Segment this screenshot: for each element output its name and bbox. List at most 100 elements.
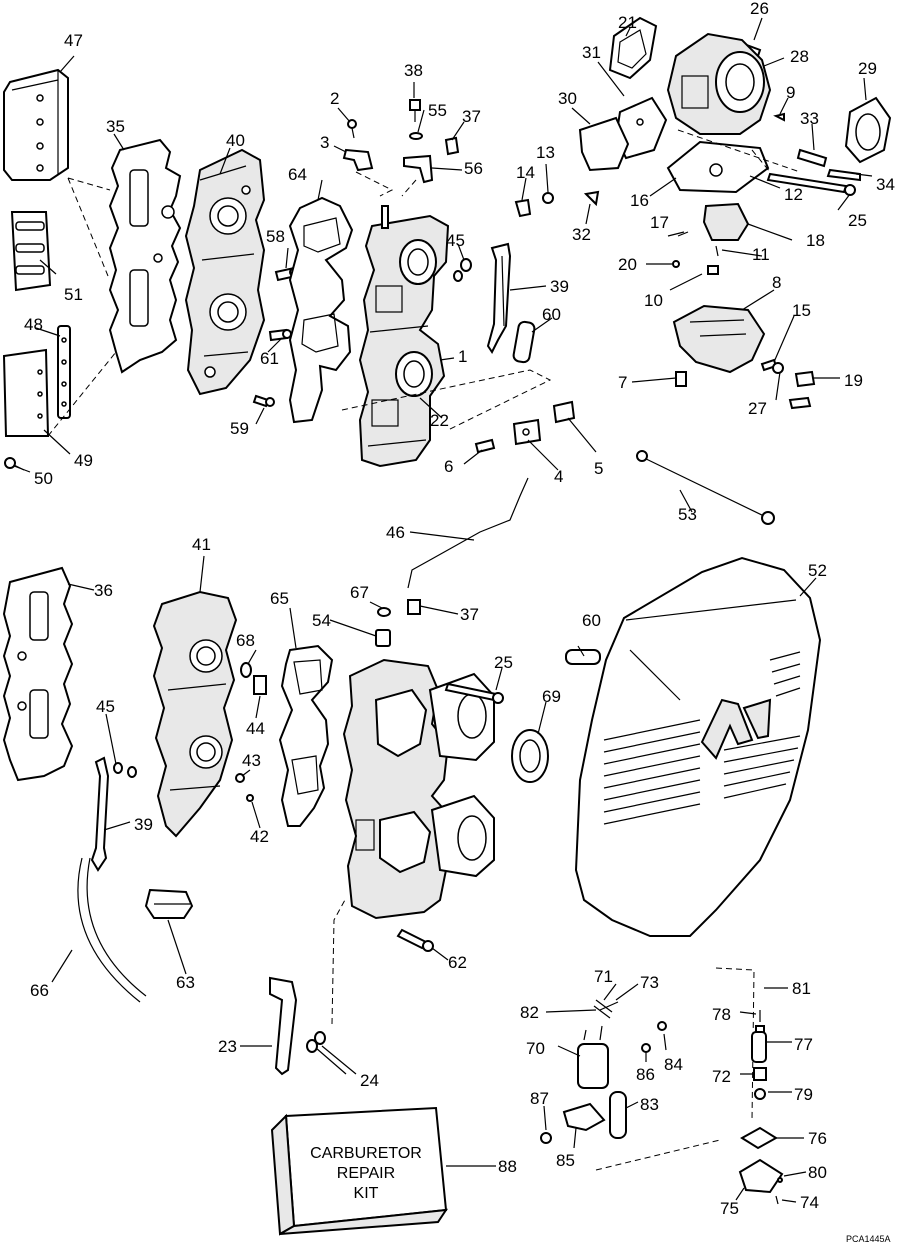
part-55-washer bbox=[409, 132, 423, 140]
callout-65: 65 bbox=[270, 589, 289, 608]
callout-81: 81 bbox=[792, 979, 811, 998]
part-67-oring bbox=[377, 607, 391, 617]
part-6-screw bbox=[474, 438, 496, 454]
part-38-screw bbox=[409, 99, 421, 122]
callout-47: 47 bbox=[64, 31, 83, 50]
callout-83: 83 bbox=[640, 1095, 659, 1114]
callout-86: 86 bbox=[636, 1065, 655, 1084]
part-44-fitting bbox=[253, 675, 267, 695]
part-56-bracket bbox=[403, 154, 434, 184]
part-34-bolt bbox=[826, 168, 861, 182]
part-53-link-rod bbox=[636, 450, 775, 525]
callout-1: 1 bbox=[458, 347, 467, 366]
callout-67: 67 bbox=[350, 583, 369, 602]
callout-55: 55 bbox=[428, 101, 447, 120]
part-45b-washers bbox=[113, 762, 137, 778]
callout-84: 84 bbox=[664, 1055, 683, 1074]
callout-70: 70 bbox=[526, 1039, 545, 1058]
callout-39: 39 bbox=[550, 277, 569, 296]
callout-4: 4 bbox=[554, 467, 563, 486]
part-17-pin bbox=[667, 231, 685, 237]
callout-22: 22 bbox=[430, 411, 449, 430]
callout-44: 44 bbox=[246, 719, 265, 738]
callout-46: 46 bbox=[386, 523, 405, 542]
part-33-spring bbox=[796, 148, 828, 168]
part-49-plate bbox=[2, 348, 50, 437]
part-23-tube bbox=[269, 976, 298, 1076]
callout-61: 61 bbox=[260, 349, 279, 368]
callout-24: 24 bbox=[360, 1071, 379, 1090]
callout-29: 29 bbox=[858, 59, 877, 78]
part-9-screw bbox=[773, 112, 785, 122]
part-25b-rod bbox=[444, 682, 504, 704]
part-32-screw bbox=[583, 190, 600, 207]
callout-78: 78 bbox=[712, 1005, 731, 1024]
callout-56: 56 bbox=[464, 159, 483, 178]
callout-30: 30 bbox=[558, 89, 577, 108]
part-75-cover bbox=[738, 1158, 784, 1194]
callout-48: 48 bbox=[24, 315, 43, 334]
callout-82: 82 bbox=[520, 1003, 539, 1022]
callout-12: 12 bbox=[784, 185, 803, 204]
part-39-tube bbox=[486, 242, 512, 354]
callout-21: 21 bbox=[618, 13, 637, 32]
part-60-hose bbox=[512, 320, 536, 364]
part-5-plate bbox=[552, 400, 576, 424]
callout-79: 79 bbox=[794, 1085, 813, 1104]
part-16-diaphragm bbox=[666, 140, 770, 194]
callout-8: 8 bbox=[772, 273, 781, 292]
part-48-strip bbox=[57, 325, 71, 419]
part-68-washer bbox=[240, 662, 252, 678]
callout-33: 33 bbox=[800, 109, 819, 128]
callout-6: 6 bbox=[444, 457, 453, 476]
callout-19: 19 bbox=[844, 371, 863, 390]
callout-72: 72 bbox=[712, 1067, 731, 1086]
callout-60b: 60 bbox=[582, 611, 601, 630]
repair-kit-text-1: CARBURETOR bbox=[310, 1145, 422, 1162]
callout-50: 50 bbox=[34, 469, 53, 488]
callout-35: 35 bbox=[106, 117, 125, 136]
callout-27: 27 bbox=[748, 399, 767, 418]
part-39b-tube bbox=[90, 756, 110, 872]
callout-53: 53 bbox=[678, 505, 697, 524]
callout-80: 80 bbox=[808, 1163, 827, 1182]
callout-11: 11 bbox=[752, 245, 770, 264]
callout-41: 41 bbox=[192, 535, 211, 554]
part-14-bracket bbox=[514, 198, 532, 218]
part-71-82-wires bbox=[593, 999, 619, 1019]
part-64-gasket bbox=[288, 196, 354, 424]
callout-2: 2 bbox=[330, 89, 339, 108]
part-50-screw bbox=[4, 457, 25, 471]
callout-7: 7 bbox=[618, 373, 627, 392]
part-20-screw bbox=[672, 260, 680, 268]
callout-75: 75 bbox=[720, 1199, 739, 1218]
callout-37b: 37 bbox=[460, 605, 479, 624]
part-11-needle bbox=[715, 245, 719, 257]
callout-17: 17 bbox=[650, 213, 669, 232]
part-37-cap bbox=[444, 136, 460, 156]
callout-32: 32 bbox=[572, 225, 591, 244]
part-4-plate bbox=[512, 418, 542, 446]
callout-38: 38 bbox=[404, 61, 423, 80]
callout-36: 36 bbox=[94, 581, 113, 600]
callout-51: 51 bbox=[64, 285, 83, 304]
callout-64: 64 bbox=[288, 165, 307, 184]
part-2-screw bbox=[347, 119, 357, 139]
callout-68: 68 bbox=[236, 631, 255, 650]
part-54-bushing bbox=[375, 629, 391, 647]
callout-23: 23 bbox=[218, 1037, 237, 1056]
part-45-washers bbox=[453, 258, 472, 282]
part-84-screw bbox=[657, 1021, 667, 1031]
part-carburetor-lower bbox=[342, 658, 495, 920]
callout-58: 58 bbox=[266, 227, 285, 246]
part-21-gasket bbox=[608, 16, 658, 80]
part-8-float-bowl bbox=[672, 304, 766, 374]
callout-5: 5 bbox=[594, 459, 603, 478]
callout-28: 28 bbox=[790, 47, 809, 66]
part-46-rod bbox=[407, 477, 529, 589]
callout-15: 15 bbox=[792, 301, 811, 320]
part-29-ring bbox=[844, 96, 892, 164]
callout-60: 60 bbox=[542, 305, 561, 324]
callout-16: 16 bbox=[630, 191, 649, 210]
part-83-tube bbox=[609, 1091, 627, 1139]
